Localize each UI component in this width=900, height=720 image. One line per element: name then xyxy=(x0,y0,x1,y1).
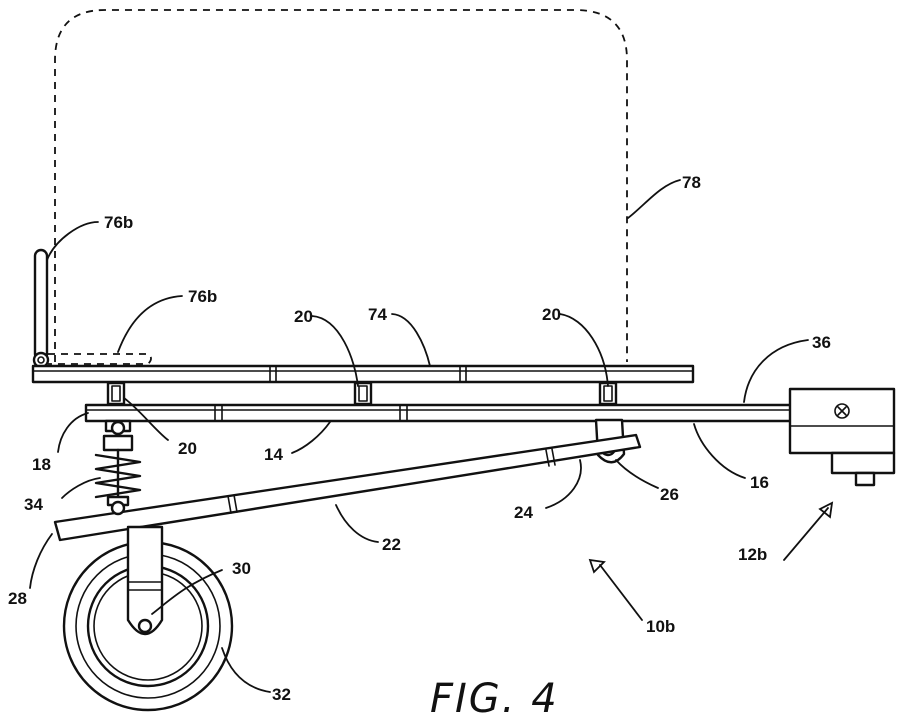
leader-lines xyxy=(29,179,834,693)
ref-12b: 12b xyxy=(738,545,767,564)
ref-16: 16 xyxy=(750,473,769,492)
load-outline-78 xyxy=(54,9,628,362)
ref-10b: 10b xyxy=(646,617,675,636)
ref-14: 14 xyxy=(264,445,283,464)
shock-spring-34 xyxy=(94,419,142,516)
ref-26: 26 xyxy=(660,485,679,504)
frame-rail-14 xyxy=(84,403,798,423)
ref-22: 22 xyxy=(382,535,401,554)
ref-34: 34 xyxy=(24,495,43,514)
ref-36: 36 xyxy=(812,333,831,352)
figure-caption: FIG. 4 xyxy=(430,676,559,720)
ref-20-mid: 20 xyxy=(294,307,313,326)
handle-76b-upright xyxy=(32,248,50,369)
ref-28: 28 xyxy=(8,589,27,608)
caster-fork-30 xyxy=(126,525,164,636)
ref-76b-lower: 76b xyxy=(188,287,217,306)
hitch-coupler-36 xyxy=(788,387,896,487)
ref-32: 32 xyxy=(272,685,291,704)
ref-74: 74 xyxy=(368,305,387,324)
ref-20-right: 20 xyxy=(542,305,561,324)
ref-18: 18 xyxy=(32,455,51,474)
ref-24: 24 xyxy=(514,503,533,522)
spacer-blocks-20 xyxy=(106,381,618,406)
ref-76b-upper: 76b xyxy=(104,213,133,232)
deck-74 xyxy=(31,364,695,384)
ref-78: 78 xyxy=(682,173,701,192)
ref-30: 30 xyxy=(232,559,251,578)
swing-arm-22 xyxy=(53,433,642,542)
handle-76b-folded xyxy=(48,353,152,365)
ref-20-left: 20 xyxy=(178,439,197,458)
